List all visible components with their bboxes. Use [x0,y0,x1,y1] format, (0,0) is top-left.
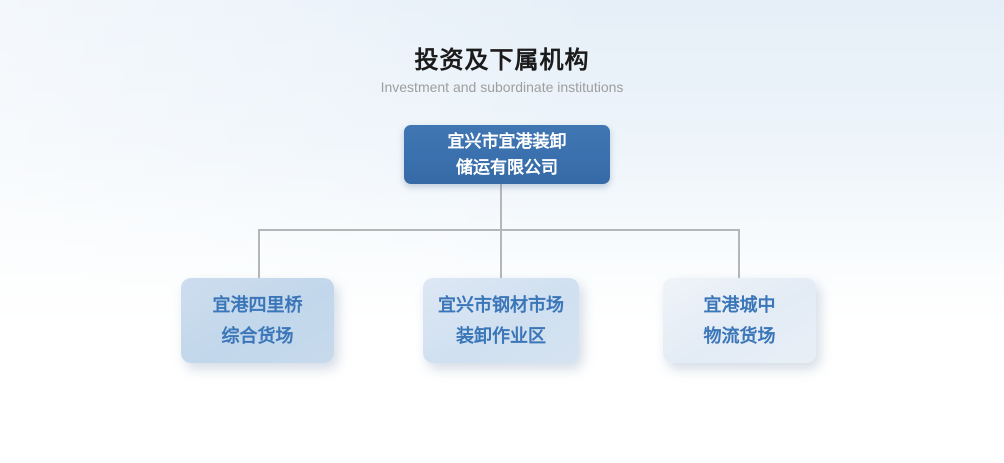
org-node-child-line1: 宜港四里桥 [212,294,303,315]
org-node-child-line1: 宜兴市钢材市场 [438,294,564,315]
org-node-child-steel-market-zone: 宜兴市钢材市场 装卸作业区 [423,278,579,363]
connector-drop-middle [500,230,502,278]
connector-drop-left [258,229,260,278]
connector-crossbar [258,229,740,231]
connector-root-stem [500,184,502,230]
connector-drop-right [738,229,740,278]
org-node-child-siliqiao-yard: 宜港四里桥 综合货场 [181,278,334,363]
page-title: 投资及下属机构 [414,47,590,74]
org-node-root: 宜兴市宜港装卸 储运有限公司 [404,125,610,184]
org-node-child-line2: 装卸作业区 [456,325,546,346]
org-node-child-line1: 宜港城中 [703,294,776,315]
org-node-child-line2: 物流货场 [703,325,776,346]
org-node-child-line2: 综合货场 [221,325,294,346]
page-subtitle: Investment and subordinate institutions [380,79,624,95]
org-node-root-line1: 宜兴市宜港装卸 [447,131,567,151]
org-node-child-chengzhong-logistics-yard: 宜港城中 物流货场 [663,278,816,363]
org-node-root-line2: 储运有限公司 [456,157,558,177]
